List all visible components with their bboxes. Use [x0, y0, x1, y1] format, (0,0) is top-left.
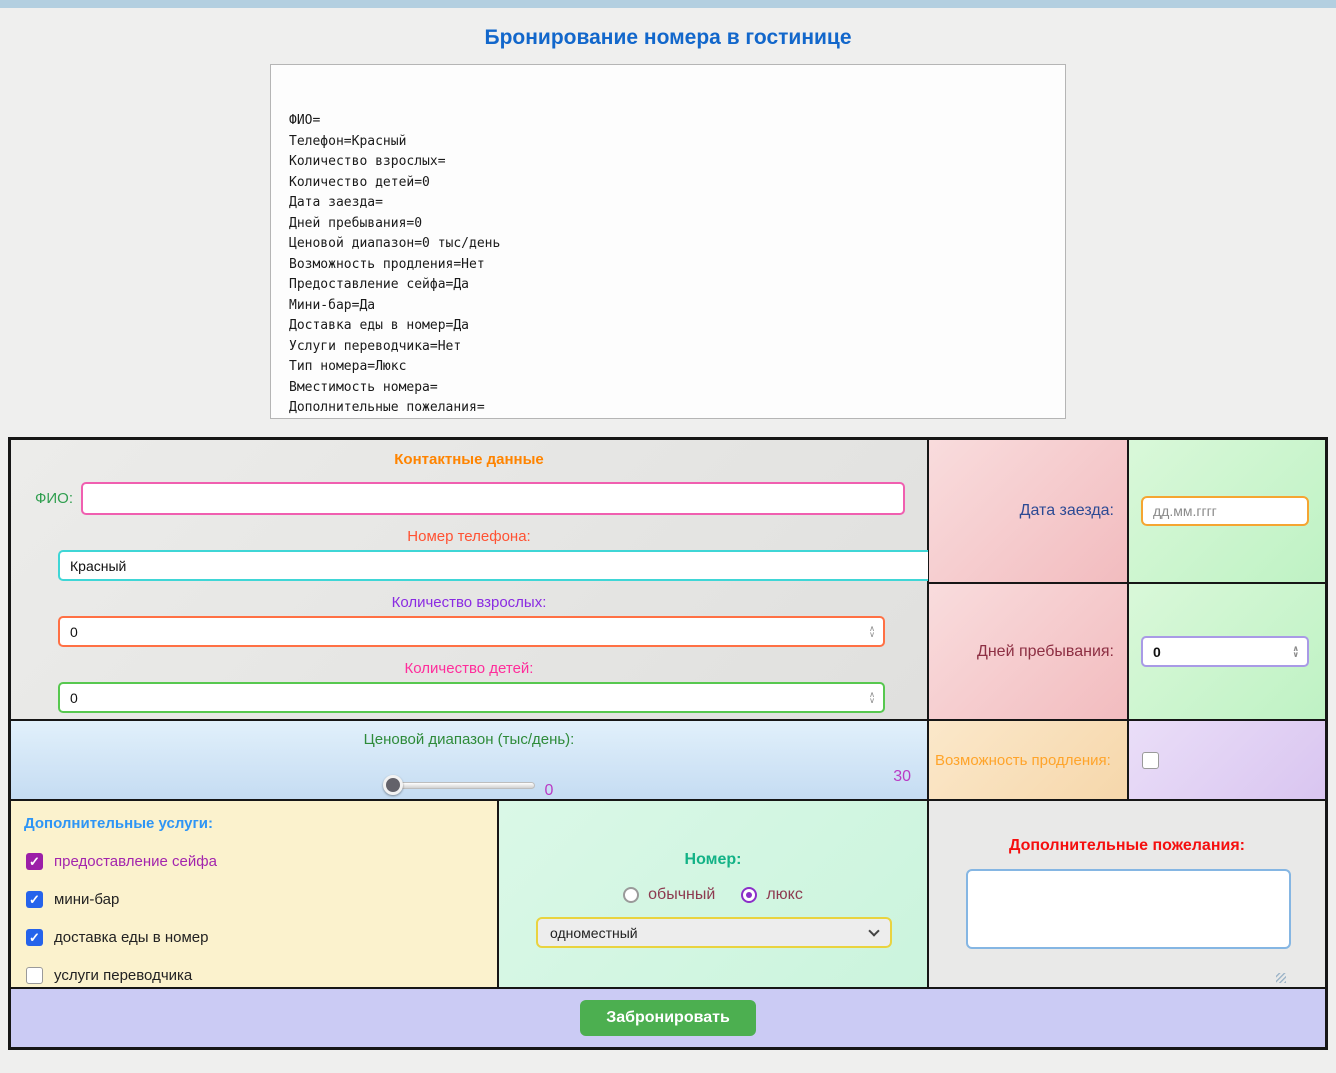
room-regular-radio[interactable]: [623, 887, 640, 903]
days-stepper[interactable]: 0 ∧∨: [1141, 636, 1309, 667]
room-lux-label: люкс: [766, 886, 803, 903]
services-header: Дополнительные услуги:: [24, 815, 213, 832]
contact-header: Контактные данные: [394, 451, 544, 468]
price-slider-thumb[interactable]: [382, 774, 403, 795]
phone-input[interactable]: [58, 550, 974, 581]
extension-label-cell: Возможность продления:: [928, 720, 1128, 800]
extension-checkbox[interactable]: ✓: [1142, 751, 1159, 769]
fio-label: ФИО:: [35, 490, 74, 507]
room-section: Номер: обычный люкс одноместный: [498, 800, 928, 988]
phone-label: Номер телефона:: [407, 528, 531, 545]
translator-checkbox[interactable]: ✓: [26, 967, 43, 984]
extension-label: Возможность продления:: [935, 751, 1111, 769]
price-max-value: 30: [893, 768, 911, 785]
stepper-arrows-icon[interactable]: ∧∨: [869, 623, 875, 639]
wishes-textarea[interactable]: [966, 869, 1291, 949]
extension-cell: ✓: [1128, 720, 1326, 800]
service-label: услуги переводчика: [54, 967, 193, 984]
service-label: предоставление сейфа: [54, 853, 217, 870]
checkmark-icon: ✓: [29, 930, 40, 945]
children-label: Количество детей:: [404, 660, 534, 677]
minibar-checkbox[interactable]: ✓: [26, 891, 43, 908]
service-label: мини-бар: [54, 891, 120, 908]
room-header: Номер:: [684, 851, 742, 868]
room-type-selected-value: одноместный: [550, 924, 638, 941]
food-delivery-checkbox[interactable]: ✓: [26, 929, 43, 946]
contact-section: Контактные данные ФИО: Номер телефона: К…: [10, 439, 974, 720]
price-current-value: 0: [544, 782, 554, 799]
price-range-label: Ценовой диапазон (тыс/день):: [363, 731, 575, 748]
booking-summary-text: ФИО= Телефон=Красный Количество взрослых…: [289, 113, 501, 415]
room-regular-label: обычный: [648, 886, 716, 903]
booking-summary-box: ФИО= Телефон=Красный Количество взрослых…: [270, 64, 1066, 419]
safe-checkbox[interactable]: ✓: [26, 853, 43, 870]
page-title: Бронирование номера в гостинице: [484, 26, 852, 49]
chevron-down-icon: [868, 924, 880, 937]
stepper-arrows-icon[interactable]: ∧∨: [1292, 643, 1300, 659]
service-item-safe[interactable]: ✓ предоставление сейфа: [26, 853, 497, 870]
service-item-minibar[interactable]: ✓ мини-бар: [26, 891, 497, 908]
services-section: Дополнительные услуги: ✓ предоставление …: [10, 800, 498, 988]
checkmark-icon: ✓: [29, 854, 40, 869]
service-item-translator[interactable]: ✓ услуги переводчика: [26, 967, 497, 984]
service-item-food-delivery[interactable]: ✓ доставка еды в номер: [26, 929, 497, 946]
book-button[interactable]: Забронировать: [580, 1000, 756, 1036]
adults-value: 0: [70, 623, 78, 640]
price-range-section: Ценовой диапазон (тыс/день): 0 30: [10, 720, 928, 800]
room-lux-radio[interactable]: [741, 887, 758, 903]
adults-label: Количество взрослых:: [391, 594, 547, 611]
days-label: Дней пребывания:: [977, 642, 1114, 660]
wishes-section: Дополнительные пожелания:: [928, 800, 1326, 988]
submit-row: Забронировать: [10, 988, 1326, 1048]
price-slider[interactable]: [382, 774, 535, 795]
arrival-date-label-cell: Дата заезда:: [928, 439, 1128, 583]
service-label: доставка еды в номер: [54, 929, 209, 946]
arrival-date-label: Дата заезда:: [1019, 502, 1114, 519]
arrival-date-cell: [1128, 439, 1326, 583]
booking-form: Контактные данные ФИО: Номер телефона: К…: [8, 437, 1328, 1050]
fio-input[interactable]: [81, 482, 905, 515]
arrival-date-input[interactable]: [1141, 496, 1309, 526]
days-label-cell: Дней пребывания:: [928, 583, 1128, 720]
days-cell: 0 ∧∨: [1128, 583, 1326, 720]
window-top-strip: [0, 0, 1336, 8]
days-value: 0: [1153, 643, 1161, 660]
adults-stepper[interactable]: 0 ∧∨: [58, 616, 885, 647]
checkmark-icon: ✓: [29, 892, 40, 907]
wishes-header: Дополнительные пожелания:: [1009, 837, 1245, 854]
children-stepper[interactable]: 0 ∧∨: [58, 682, 885, 713]
room-type-select[interactable]: одноместный: [536, 917, 892, 948]
stepper-arrows-icon[interactable]: ∧∨: [869, 689, 875, 705]
children-value: 0: [70, 689, 78, 706]
